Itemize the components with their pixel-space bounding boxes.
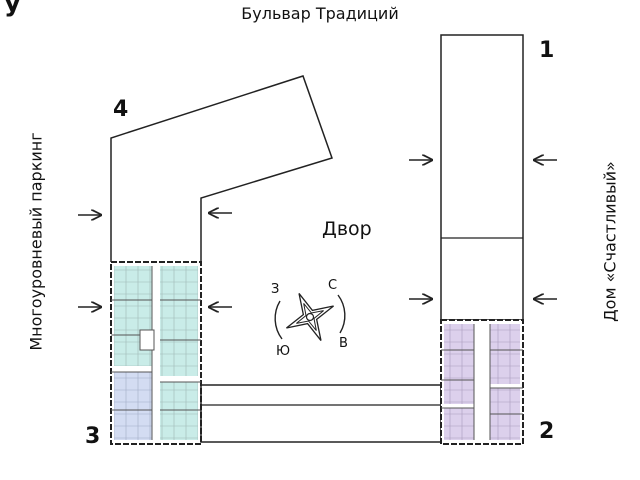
- building-2-plan: [440, 319, 524, 445]
- yard-label: Двор: [322, 218, 372, 240]
- connector-block: [200, 384, 442, 443]
- label-house-happy: Дом «Счастливый»: [600, 161, 620, 322]
- cropped-title-fragment: у: [4, 0, 21, 18]
- building-3-plan: [110, 261, 202, 445]
- building-number-4: 4: [113, 97, 129, 122]
- compass-east: В: [339, 336, 348, 351]
- compass-west: З: [271, 282, 280, 297]
- street-label-top: Бульвар Традиций: [241, 4, 399, 23]
- building-number-3: 3: [85, 424, 101, 449]
- building-number-1: 1: [539, 38, 555, 63]
- building-4-outline: [110, 75, 333, 262]
- compass-north: С: [328, 278, 338, 293]
- building-1-outline: [440, 34, 524, 321]
- compass-rose: [274, 293, 346, 341]
- label-parking: Многоуровневый паркинг: [26, 132, 46, 351]
- building-number-2: 2: [539, 419, 555, 444]
- compass-south: Ю: [276, 344, 291, 359]
